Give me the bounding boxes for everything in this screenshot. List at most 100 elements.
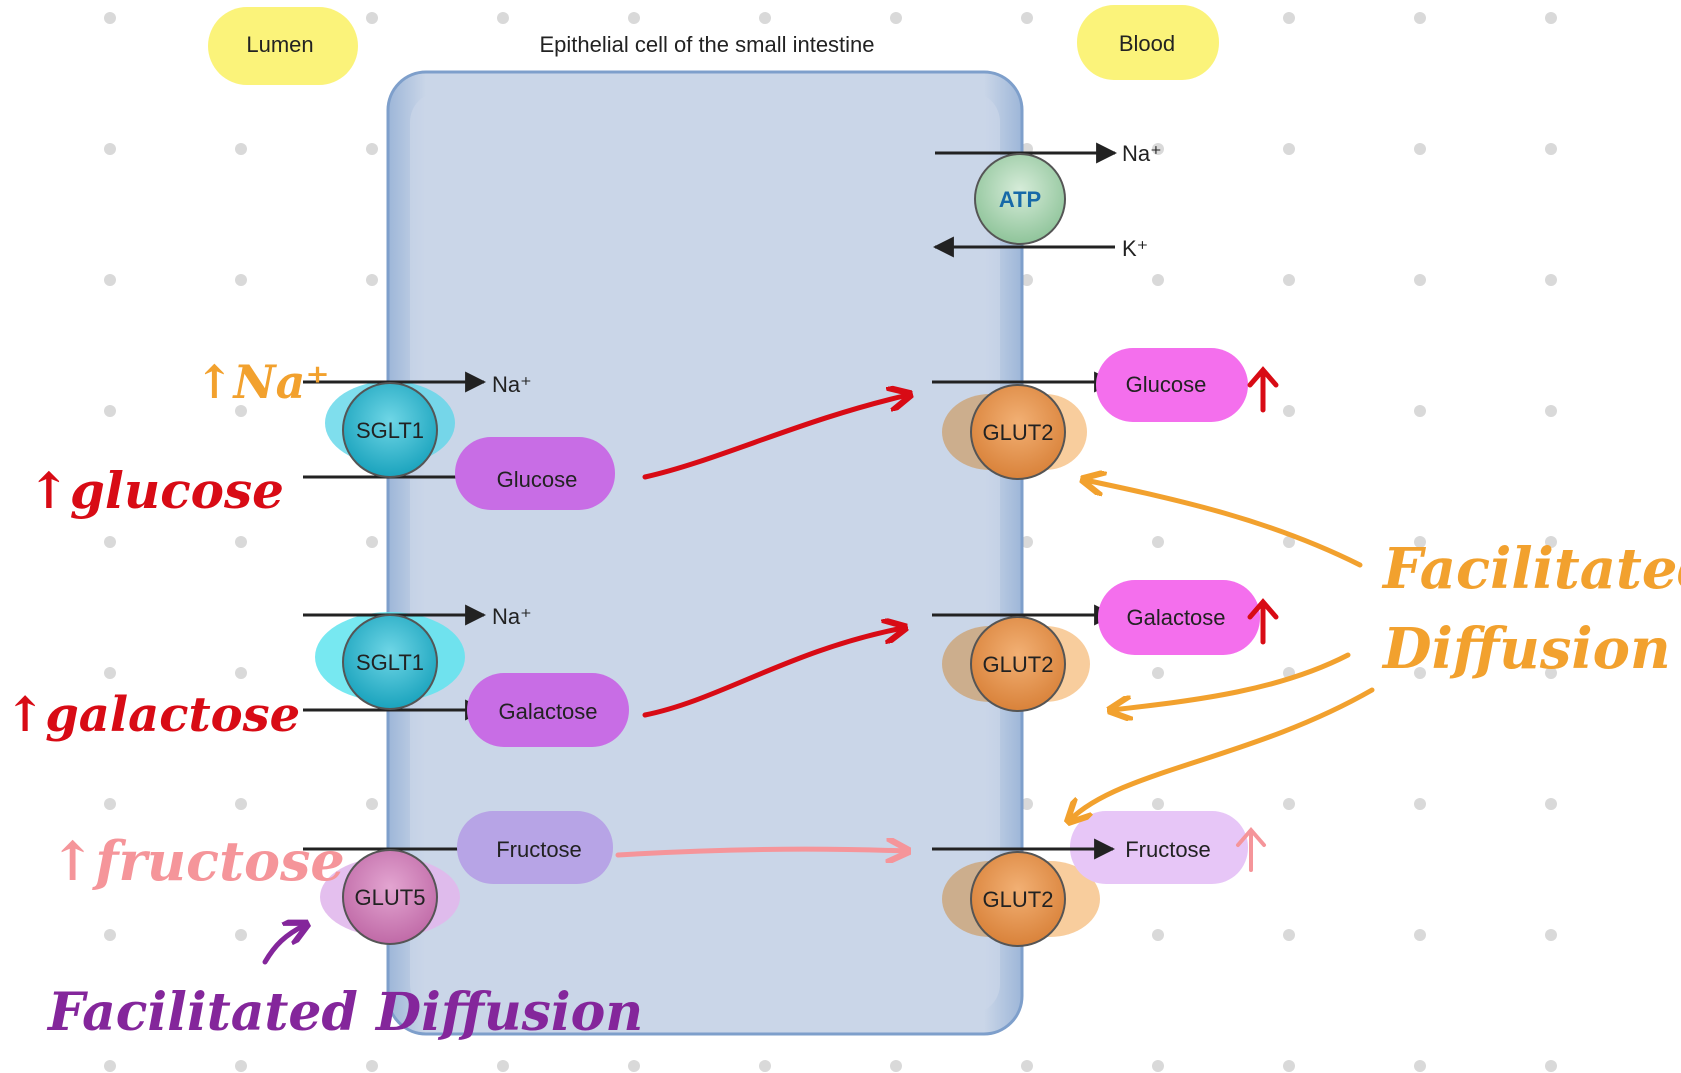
grid-dot: [1545, 667, 1557, 679]
annotation-glucose-up: ↑glucose: [28, 461, 284, 520]
grid-dot: [104, 405, 116, 417]
grid-dot: [1414, 405, 1426, 417]
grid-dot: [1283, 1060, 1295, 1072]
galactose-up-arrow: [1247, 598, 1279, 645]
grid-dot: [759, 12, 771, 24]
grid-dot: [1283, 536, 1295, 548]
na-mid-label: Na⁺: [492, 604, 532, 629]
grid-dot: [104, 929, 116, 941]
grid-dot: [104, 536, 116, 548]
grid-dot: [235, 536, 247, 548]
grid-dot: [1414, 143, 1426, 155]
grid-dot: [1414, 1060, 1426, 1072]
glut2-top-label: GLUT2: [983, 420, 1054, 445]
sglt1-mid-label: SGLT1: [356, 650, 424, 675]
grid-dot: [1152, 536, 1164, 548]
grid-dot: [759, 1060, 771, 1072]
glucose-in-label: Glucose: [497, 467, 578, 492]
grid-dot: [366, 274, 378, 286]
galactose-out-label: Galactose: [1126, 605, 1225, 630]
grid-dot: [366, 798, 378, 810]
annotation-facilitated-right-2: Diffusion: [1381, 616, 1671, 682]
glucose-out-label: Glucose: [1126, 372, 1207, 397]
glucose-up-arrow: [1247, 366, 1279, 413]
facilitated-arrow-glucose: [1085, 480, 1363, 568]
grid-dot: [1283, 798, 1295, 810]
sglt1-top: [342, 382, 438, 478]
annotation-na-up: ↑Na⁺: [195, 355, 330, 409]
grid-dot: [235, 1060, 247, 1072]
fructose-in-pill: [457, 811, 613, 884]
grid-dot: [235, 667, 247, 679]
grid-dot: [628, 1060, 640, 1072]
grid-dot: [104, 12, 116, 24]
grid-dot: [1414, 536, 1426, 548]
k-in-label: K⁺: [1122, 236, 1148, 261]
grid-dot: [1545, 12, 1557, 24]
grid-dot: [235, 929, 247, 941]
glut2-top: [970, 384, 1066, 480]
grid-dot: [497, 1060, 509, 1072]
galactose-in-pill: [467, 673, 629, 747]
grid-dot: [1021, 1060, 1033, 1072]
grid-dot: [235, 405, 247, 417]
na-top-label: Na⁺: [492, 372, 532, 397]
galactose-cross-arrow: [642, 628, 903, 718]
grid-dot: [104, 143, 116, 155]
grid-dot: [1021, 536, 1033, 548]
fructose-out-pill: [1070, 811, 1248, 884]
glut2-mid: [970, 616, 1066, 712]
grid-dot: [235, 798, 247, 810]
glucose-out-pill: [1096, 348, 1248, 422]
glut2-bot-label: GLUT2: [983, 887, 1054, 912]
blood-label-bg: [1077, 5, 1219, 80]
grid-dot: [104, 798, 116, 810]
grid-dot: [366, 536, 378, 548]
grid-dot: [1283, 405, 1295, 417]
grid-dot: [1152, 929, 1164, 941]
grid-dot: [1545, 274, 1557, 286]
grid-dot: [1152, 274, 1164, 286]
lumen-label: Lumen: [246, 32, 313, 57]
na-out-label: Na⁺: [1122, 141, 1162, 166]
grid-dot: [890, 1060, 902, 1072]
fructose-out-label: Fructose: [1125, 837, 1211, 862]
fructose-in-label: Fructose: [496, 837, 582, 862]
grid-dot: [1283, 274, 1295, 286]
grid-dot: [1414, 667, 1426, 679]
grid-dot: [890, 12, 902, 24]
grid-dot: [1545, 929, 1557, 941]
grid-dot: [1283, 929, 1295, 941]
facilitated-arrow-galactose: [1112, 652, 1351, 710]
grid-dot: [1021, 274, 1033, 286]
grid-dot: [104, 1060, 116, 1072]
sglt1-top-label: SGLT1: [356, 418, 424, 443]
facilitated-arrow-glut5: [262, 925, 305, 965]
grid-dot: [235, 143, 247, 155]
galactose-out-pill: [1098, 580, 1260, 655]
fructose-up-arrow: [1236, 826, 1266, 872]
grid-dot: [1545, 798, 1557, 810]
grid-dot: [1545, 405, 1557, 417]
grid-dot: [1545, 143, 1557, 155]
atp-pump: [974, 153, 1066, 245]
grid-dot: [104, 667, 116, 679]
grid-dot: [366, 12, 378, 24]
glucose-in-pill: [455, 437, 615, 510]
grid-dot: [1021, 12, 1033, 24]
grid-dot: [366, 143, 378, 155]
grid-dot: [1152, 1060, 1164, 1072]
facilitated-arrow-fructose: [1070, 687, 1375, 820]
lumen-label-bg: [208, 7, 358, 85]
atp-label: ATP: [999, 187, 1041, 212]
grid-dot: [1283, 143, 1295, 155]
grid-dot: [1283, 12, 1295, 24]
glut2-mid-label: GLUT2: [983, 652, 1054, 677]
grid-dot: [104, 274, 116, 286]
grid-dot: [1414, 929, 1426, 941]
grid-dot: [1414, 798, 1426, 810]
grid-dot: [366, 1060, 378, 1072]
annotation-facilitated-left: Facilitated Diffusion: [46, 982, 643, 1043]
grid-dot: [1414, 274, 1426, 286]
annotation-galactose-up: ↑galactose: [5, 687, 300, 743]
